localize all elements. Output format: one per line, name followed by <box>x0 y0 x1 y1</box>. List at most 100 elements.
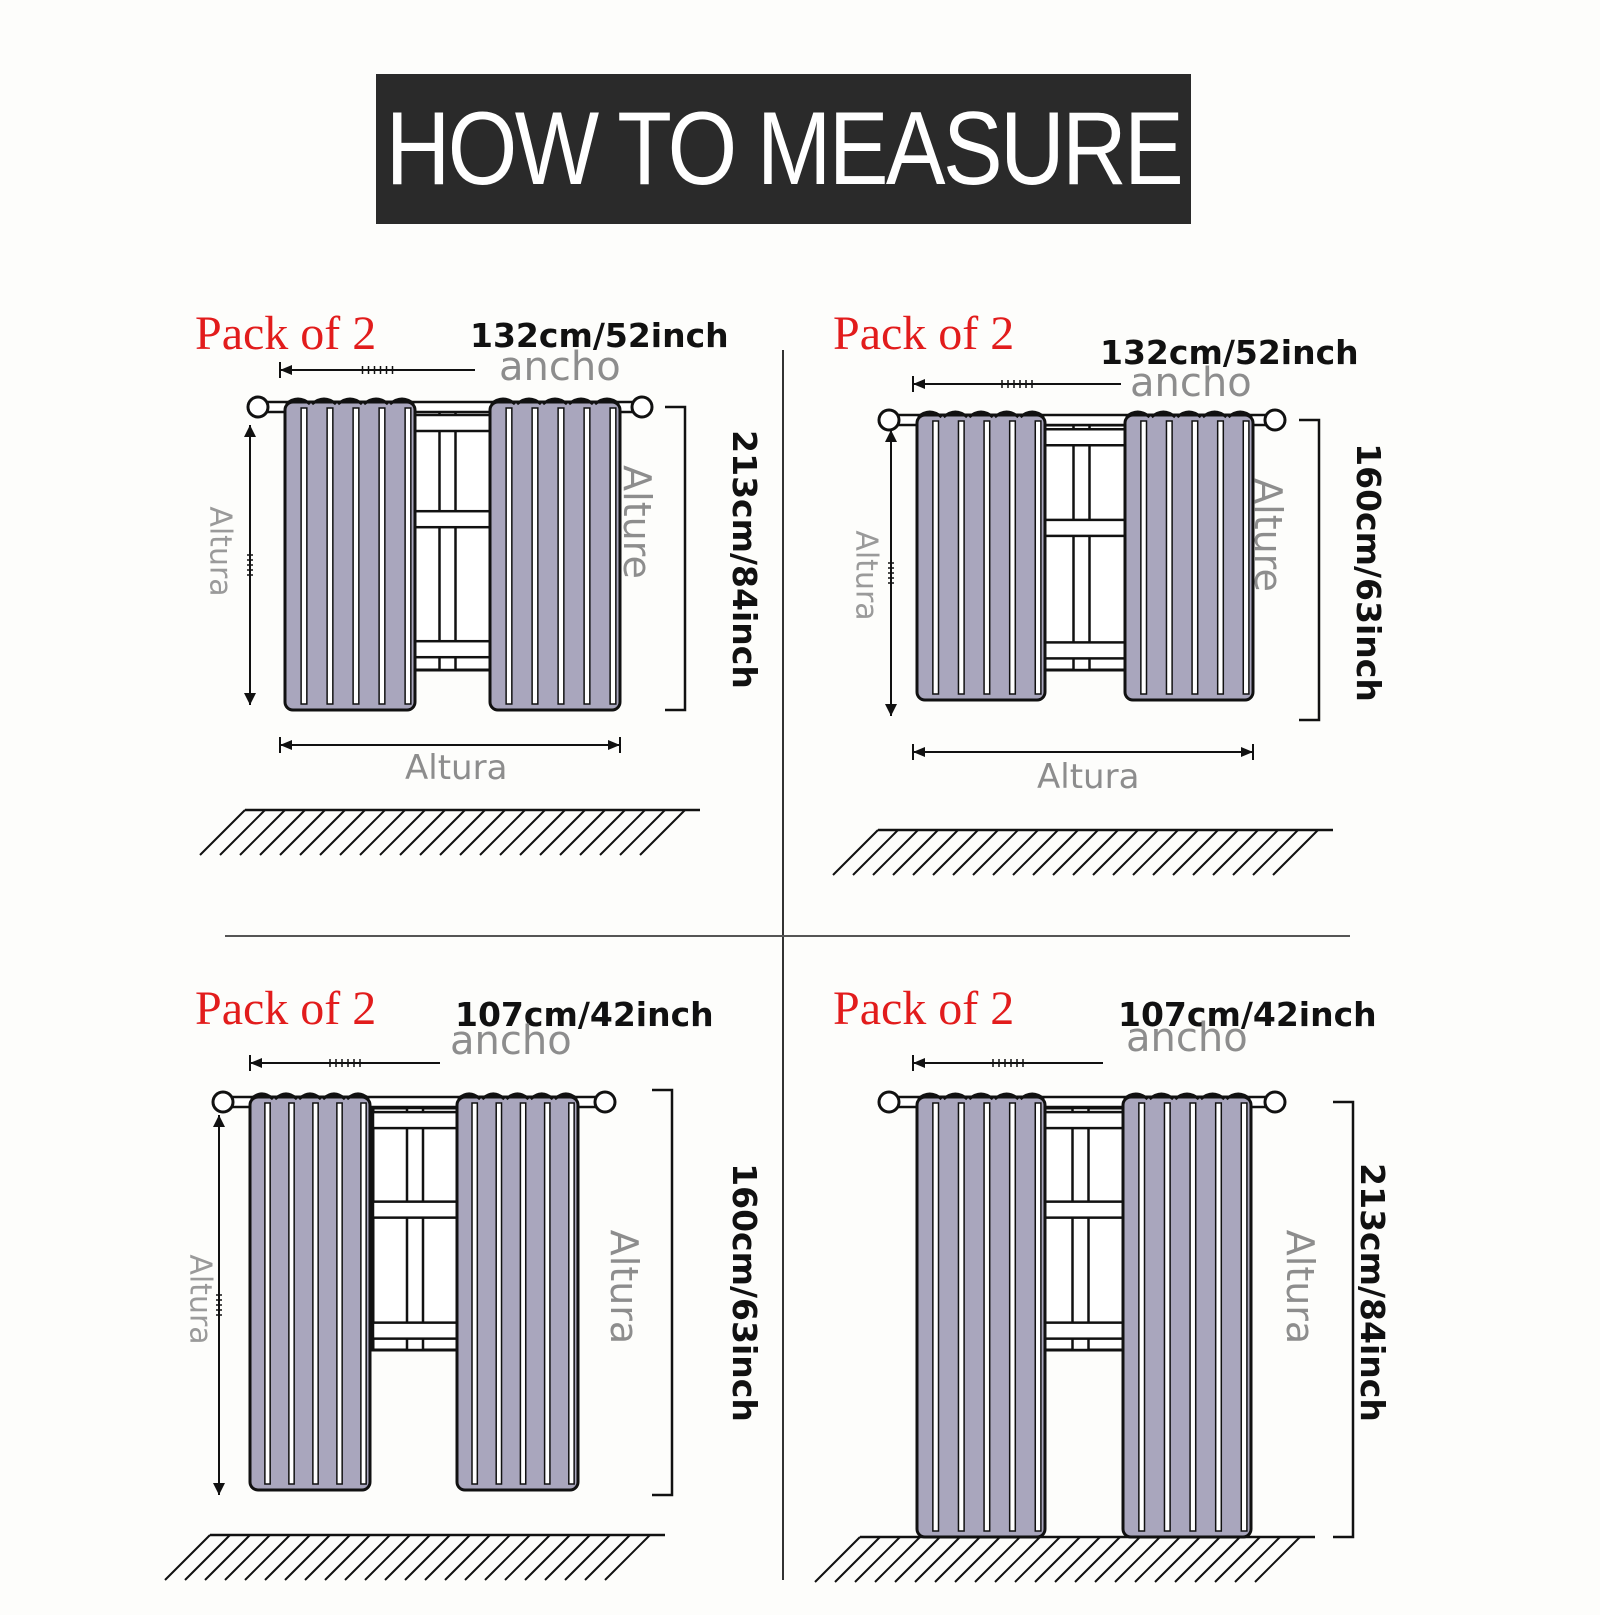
curtain-fold <box>1189 1102 1197 1532</box>
floor-hatch <box>544 1534 591 1581</box>
floor-hatch <box>479 809 526 856</box>
pack-label: Pack of 2 <box>833 982 1015 1035</box>
curtain-wave <box>345 1092 371 1101</box>
curtain-fold <box>326 407 334 705</box>
floor-hatch <box>584 1534 631 1581</box>
width-measurement: 107cm/42inch <box>455 995 714 1034</box>
floor-hatch <box>619 809 666 856</box>
floor-hatch <box>604 1534 651 1581</box>
floor-hatch <box>1132 829 1179 876</box>
floor-hatch <box>424 1534 471 1581</box>
curtain-fold <box>1165 420 1173 695</box>
floor-hatch <box>304 1534 351 1581</box>
curtain-fold <box>557 407 565 705</box>
floor-hatch <box>219 809 266 856</box>
curtain-diagram <box>164 1055 674 1581</box>
curtain-wave <box>542 397 568 406</box>
floor-hatch <box>199 809 246 856</box>
width-measurement: 132cm/52inch <box>470 316 729 355</box>
window-mullion <box>405 1106 425 1352</box>
curtain-wave <box>389 397 415 406</box>
side-left-label: Altura <box>848 530 884 621</box>
side-right-label: Alture <box>614 465 659 579</box>
floor-hatch <box>934 1536 981 1583</box>
floor-hatch <box>1012 829 1059 876</box>
curtain-fold <box>1242 420 1250 695</box>
curtain-wave <box>1125 410 1151 419</box>
floor-hatch <box>834 1536 881 1583</box>
bottom-width-label: Altura <box>405 748 508 788</box>
curtain-wave <box>917 410 943 419</box>
arrow-head-icon <box>213 1483 225 1495</box>
window-rail <box>403 413 492 433</box>
floor-hatch <box>324 1534 371 1581</box>
arrow-head-icon <box>608 740 620 750</box>
window-rail <box>371 1321 459 1340</box>
side-right-label: Altura <box>1278 1229 1323 1345</box>
floor-hatch <box>419 809 466 856</box>
floor-hatch <box>974 1536 1021 1583</box>
curtain-fold <box>1191 420 1199 695</box>
floor-hatch <box>264 1534 311 1581</box>
curtain-fold <box>352 407 360 705</box>
floor-hatch <box>184 1534 231 1581</box>
curtain-fold <box>1008 1102 1017 1532</box>
curtain-fold <box>1034 420 1042 695</box>
arrow-head-icon <box>1241 747 1253 757</box>
curtain-wave <box>273 1092 299 1101</box>
floor-hatch <box>384 1534 431 1581</box>
curtain-fold <box>609 407 617 705</box>
side-left-label: Altura <box>182 1254 218 1345</box>
curtain-fold <box>1034 1102 1042 1532</box>
height-measurement: 213cm/84inch <box>724 430 764 689</box>
horizontal-divider <box>225 935 1350 937</box>
curtain-wave <box>993 410 1020 419</box>
curtain-wave <box>1174 1092 1200 1101</box>
curtain-wave <box>456 1092 482 1101</box>
floor-hatch <box>504 1534 551 1581</box>
curtain-wave <box>1176 410 1202 419</box>
arrow-head-icon <box>250 1058 262 1068</box>
floor-hatch <box>932 829 979 876</box>
floor-hatch <box>1014 1536 1061 1583</box>
floor-hatch <box>244 1534 291 1581</box>
floor-hatch <box>639 809 686 856</box>
curtain-wave <box>1123 1092 1149 1101</box>
curtain-wave <box>1150 410 1177 419</box>
height-bracket <box>665 405 687 712</box>
floor-hatch <box>954 1536 1001 1583</box>
curtain-wave <box>1227 410 1253 419</box>
page-title: HOW TO MEASURE <box>385 90 1184 207</box>
arrow-head-icon <box>244 425 256 437</box>
curtain-wave <box>529 1092 554 1101</box>
floor-hatch <box>1254 1536 1301 1583</box>
window-mullion <box>438 408 457 672</box>
floor-hatch <box>1152 829 1199 876</box>
curtain-wave <box>516 397 542 406</box>
curtain-fold <box>378 407 386 705</box>
floor-hatch <box>952 829 999 876</box>
floor-hatch <box>1112 829 1159 876</box>
curtain-fold <box>983 420 991 695</box>
floor-hatch <box>379 809 426 856</box>
curtain-wave <box>993 1092 1020 1101</box>
floor-hatch <box>872 829 919 876</box>
floor-hatch <box>599 809 646 856</box>
curtain-fold <box>1214 1102 1223 1532</box>
window-rail <box>1036 1200 1125 1219</box>
floor-hatch <box>854 1536 901 1583</box>
curtain-fold <box>264 1102 271 1485</box>
floor-hatch <box>1252 829 1299 876</box>
floor-hatch <box>359 809 406 856</box>
floor-hatch <box>1032 829 1079 876</box>
curtain-fold <box>957 420 965 695</box>
floor-hatch <box>1134 1536 1181 1583</box>
window-mullion <box>1072 423 1091 672</box>
curtain-wave <box>553 1092 579 1101</box>
floor-hatch <box>972 829 1019 876</box>
curtain-fold <box>568 1102 575 1485</box>
rod-finial-icon <box>211 1090 235 1114</box>
curtain-wave <box>1225 1092 1251 1101</box>
floor-hatch <box>439 809 486 856</box>
floor-hatch <box>1054 1536 1101 1583</box>
